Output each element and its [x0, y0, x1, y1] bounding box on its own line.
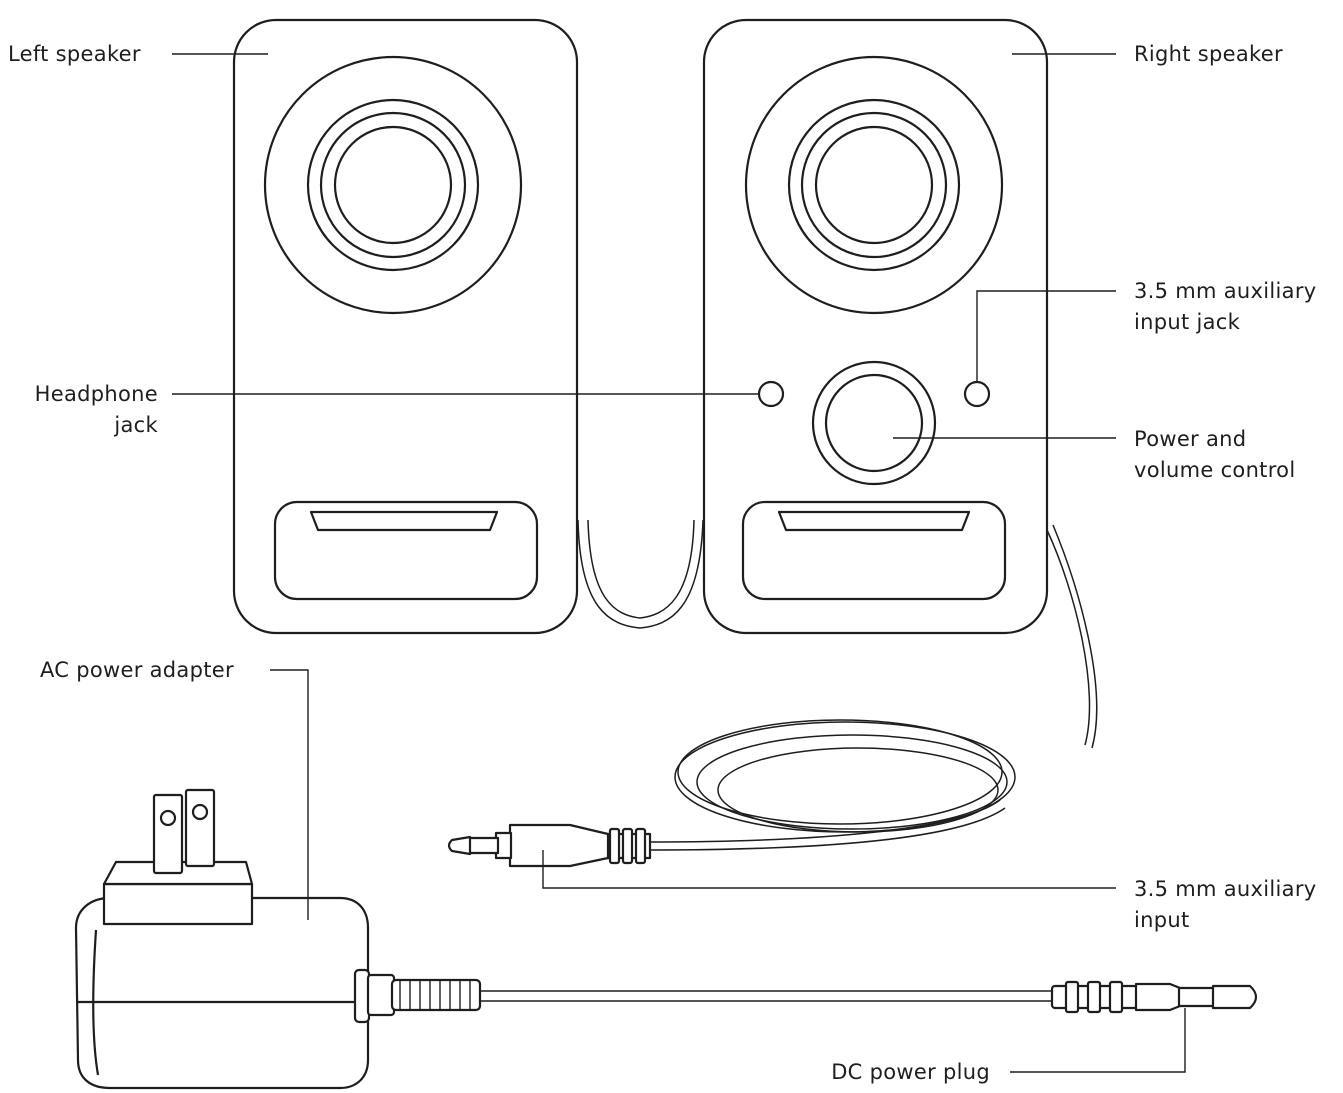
label-dc-plug: DC power plug — [831, 1060, 990, 1084]
label-headphone-line1: Headphone — [35, 382, 158, 406]
headphone-jack-icon — [757, 380, 785, 408]
right-speaker — [702, 18, 1049, 635]
label-aux-jack-line2: input jack — [1134, 310, 1241, 334]
dc-power-plug — [1050, 980, 1258, 1014]
aux-input-plug — [447, 823, 652, 868]
callout-labels: Left speaker Right speaker 3.5 mm auxili… — [8, 42, 1317, 1084]
label-left-speaker: Left speaker — [8, 42, 141, 66]
label-aux-input-line1: 3.5 mm auxiliary — [1134, 877, 1317, 901]
ac-power-adapter — [74, 788, 482, 1090]
left-speaker — [232, 18, 579, 635]
dc-power-cable — [480, 990, 1052, 1002]
strain-relief — [390, 978, 482, 1012]
label-headphone-line2: jack — [113, 413, 158, 437]
speaker-link-cable — [577, 519, 704, 629]
plug-prong-left — [152, 793, 184, 875]
plug-prong-right — [184, 788, 216, 868]
label-right-speaker: Right speaker — [1134, 42, 1283, 66]
label-power-line2: volume control — [1134, 458, 1295, 482]
label-aux-input-line2: input — [1134, 908, 1190, 932]
label-power-line1: Power and — [1134, 427, 1246, 451]
volume-knob-icon — [811, 360, 937, 486]
leader-lines — [172, 53, 1186, 1073]
label-aux-jack-line1: 3.5 mm auxiliary — [1134, 279, 1317, 303]
aux-cable-coil — [649, 524, 1098, 851]
label-ac-adapter: AC power adapter — [40, 658, 234, 682]
